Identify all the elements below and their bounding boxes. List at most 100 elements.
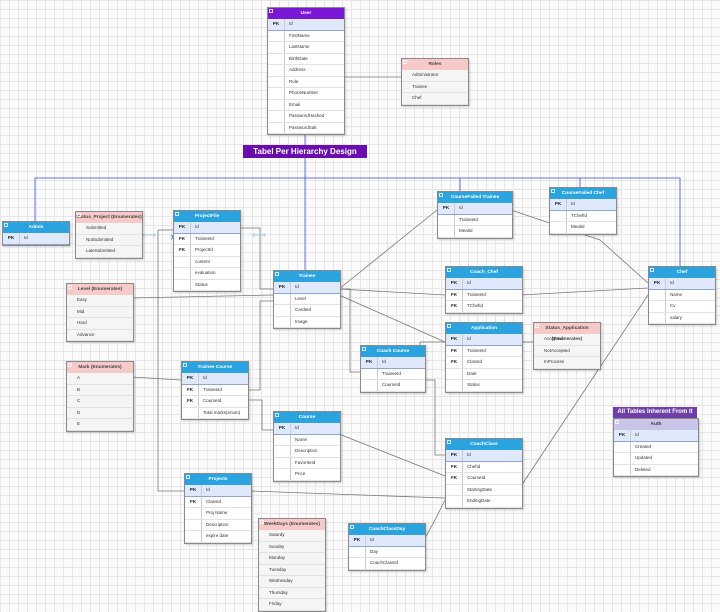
table-title: Admin [28, 225, 44, 230]
field-name: Chef [412, 95, 422, 100]
field-name: Hard [77, 320, 87, 325]
collapse-icon[interactable] [447, 268, 451, 272]
field-name: Friday [269, 601, 282, 606]
collapse-icon[interactable] [439, 193, 443, 197]
table-title: CoachClass [470, 442, 498, 447]
key-marker [361, 368, 378, 379]
field-name: TraineeId [382, 370, 401, 376]
relationship-line [338, 288, 446, 296]
key-marker [349, 558, 366, 569]
collapse-icon[interactable] [535, 324, 539, 328]
field-name: Status [467, 382, 480, 387]
table-title: Trainee [298, 274, 316, 279]
key-marker [274, 305, 291, 316]
table-row: CardeId [274, 305, 340, 317]
table-row: D [67, 408, 133, 419]
field-name: Created [635, 443, 652, 449]
field-name: expire date [206, 533, 229, 538]
relationship-line [338, 433, 446, 477]
key-marker: PK [361, 357, 378, 368]
table-header: Chef [649, 267, 715, 278]
collapse-icon[interactable] [269, 9, 273, 13]
field-name: Email [289, 101, 301, 107]
field-name: TraineeId [467, 347, 486, 353]
collapse-icon[interactable] [68, 363, 72, 367]
relationship-line [338, 294, 446, 343]
relationship-line [423, 499, 446, 541]
table-header: WeekDays (Enumerates) [259, 519, 325, 530]
key-marker [550, 222, 567, 233]
collapse-icon[interactable] [447, 440, 451, 444]
field-name: Mid [77, 308, 85, 314]
collapse-icon[interactable] [551, 189, 555, 193]
key-marker [446, 368, 463, 379]
collapse-icon[interactable] [4, 223, 8, 227]
collapse-icon[interactable] [350, 525, 354, 529]
field-name: Role [289, 78, 299, 84]
collapse-icon[interactable] [175, 212, 179, 216]
field-name: Id [571, 201, 575, 206]
field-name: TraineeId [467, 291, 486, 297]
collapse-icon[interactable] [186, 475, 190, 479]
key-marker: PK [274, 423, 291, 434]
collapse-icon[interactable] [68, 285, 72, 289]
collapse-icon[interactable] [275, 272, 279, 276]
key-marker [614, 464, 631, 475]
table-title: CoachClassDay [368, 527, 406, 532]
field-name: Description [295, 448, 318, 453]
key-marker [185, 519, 202, 530]
collapse-icon[interactable] [275, 413, 279, 417]
collapse-icon[interactable] [183, 363, 187, 367]
field-name: InProcess [544, 359, 565, 364]
key-marker [274, 434, 291, 445]
key-marker [649, 312, 666, 323]
table-row: Day [349, 546, 425, 558]
key-marker [268, 99, 285, 110]
table-row: Name [274, 434, 340, 446]
collapse-icon[interactable] [77, 213, 81, 217]
table-title: Chef [676, 270, 688, 275]
key-marker [185, 531, 202, 542]
table-row: Description [274, 446, 340, 458]
collapse-icon[interactable] [447, 324, 451, 328]
table-status-application[interactable]: Status_Application (Enumerates)AcceptedN… [533, 322, 601, 370]
collapse-icon[interactable] [650, 268, 654, 272]
collapse-icon[interactable] [403, 60, 407, 64]
table-row: Description [185, 519, 251, 531]
collapse-icon[interactable] [362, 347, 366, 351]
field-name: A [77, 375, 81, 380]
collapse-icon[interactable] [260, 520, 264, 524]
key-marker: PK [174, 222, 191, 233]
table-header: CoachClassDay [349, 524, 425, 535]
field-name: LateSubmitted [86, 248, 116, 253]
table-row: Date [446, 368, 522, 380]
collapse-icon[interactable] [615, 420, 619, 424]
table-title: CourseFailed Chef [561, 191, 605, 196]
table-header: User [268, 8, 344, 19]
key-marker [649, 289, 666, 300]
